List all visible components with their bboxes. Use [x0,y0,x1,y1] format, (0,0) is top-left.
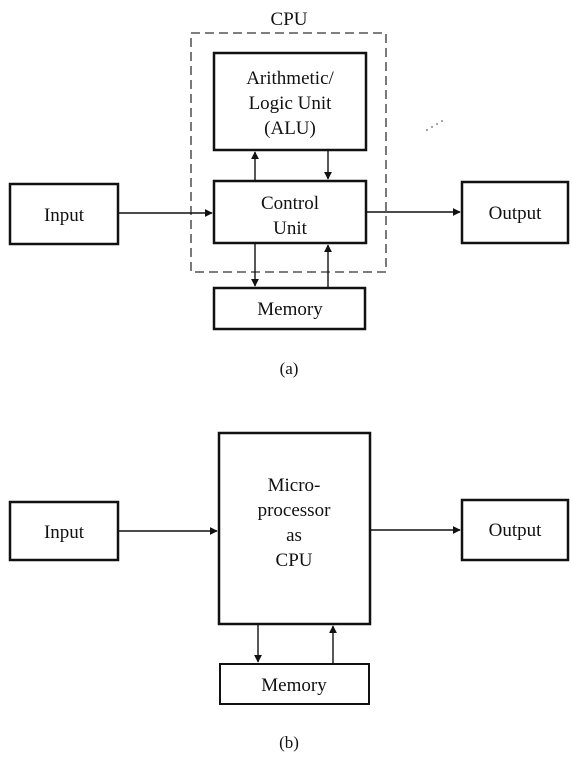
alu-label-line-1: Arithmetic/ [246,68,334,89]
input-label-b: Input [44,522,85,543]
caption-b: (b) [279,733,299,752]
memory-label-a: Memory [257,299,323,320]
alu-label-line-2: Logic Unit [249,93,333,114]
memory-box-b [219,663,370,705]
microprocessor-label-line-4: CPU [276,550,313,571]
output-box-b [460,498,570,562]
microprocessor-label-line-3: as [286,525,302,546]
diagram-a: CPU Arithmetic/ Logic Unit (ALU) Control… [8,9,570,378]
control-unit-label-line-1: Control [261,193,319,214]
output-label-a: Output [489,203,543,224]
diagram-b: Micro- processor as CPU Input Output Mem… [8,431,570,752]
alu-label-line-3: (ALU) [264,118,316,139]
input-label-a: Input [44,205,85,226]
microprocessor-box [217,431,372,626]
control-unit-label-line-2: Unit [273,218,308,239]
output-label-b: Output [489,520,543,541]
input-box-a [8,182,120,246]
caption-a: (a) [280,359,299,378]
input-box-b [8,500,120,562]
cpu-label: CPU [271,9,308,30]
output-box-a [460,180,570,245]
scan-speckle [426,120,443,131]
cpu-boundary [190,32,387,273]
memory-box-a [212,286,367,331]
microprocessor-label-line-1: Micro- [268,475,321,496]
alu-box [212,51,368,152]
memory-label-b: Memory [261,675,327,696]
microprocessor-label-line-2: processor [258,500,331,521]
